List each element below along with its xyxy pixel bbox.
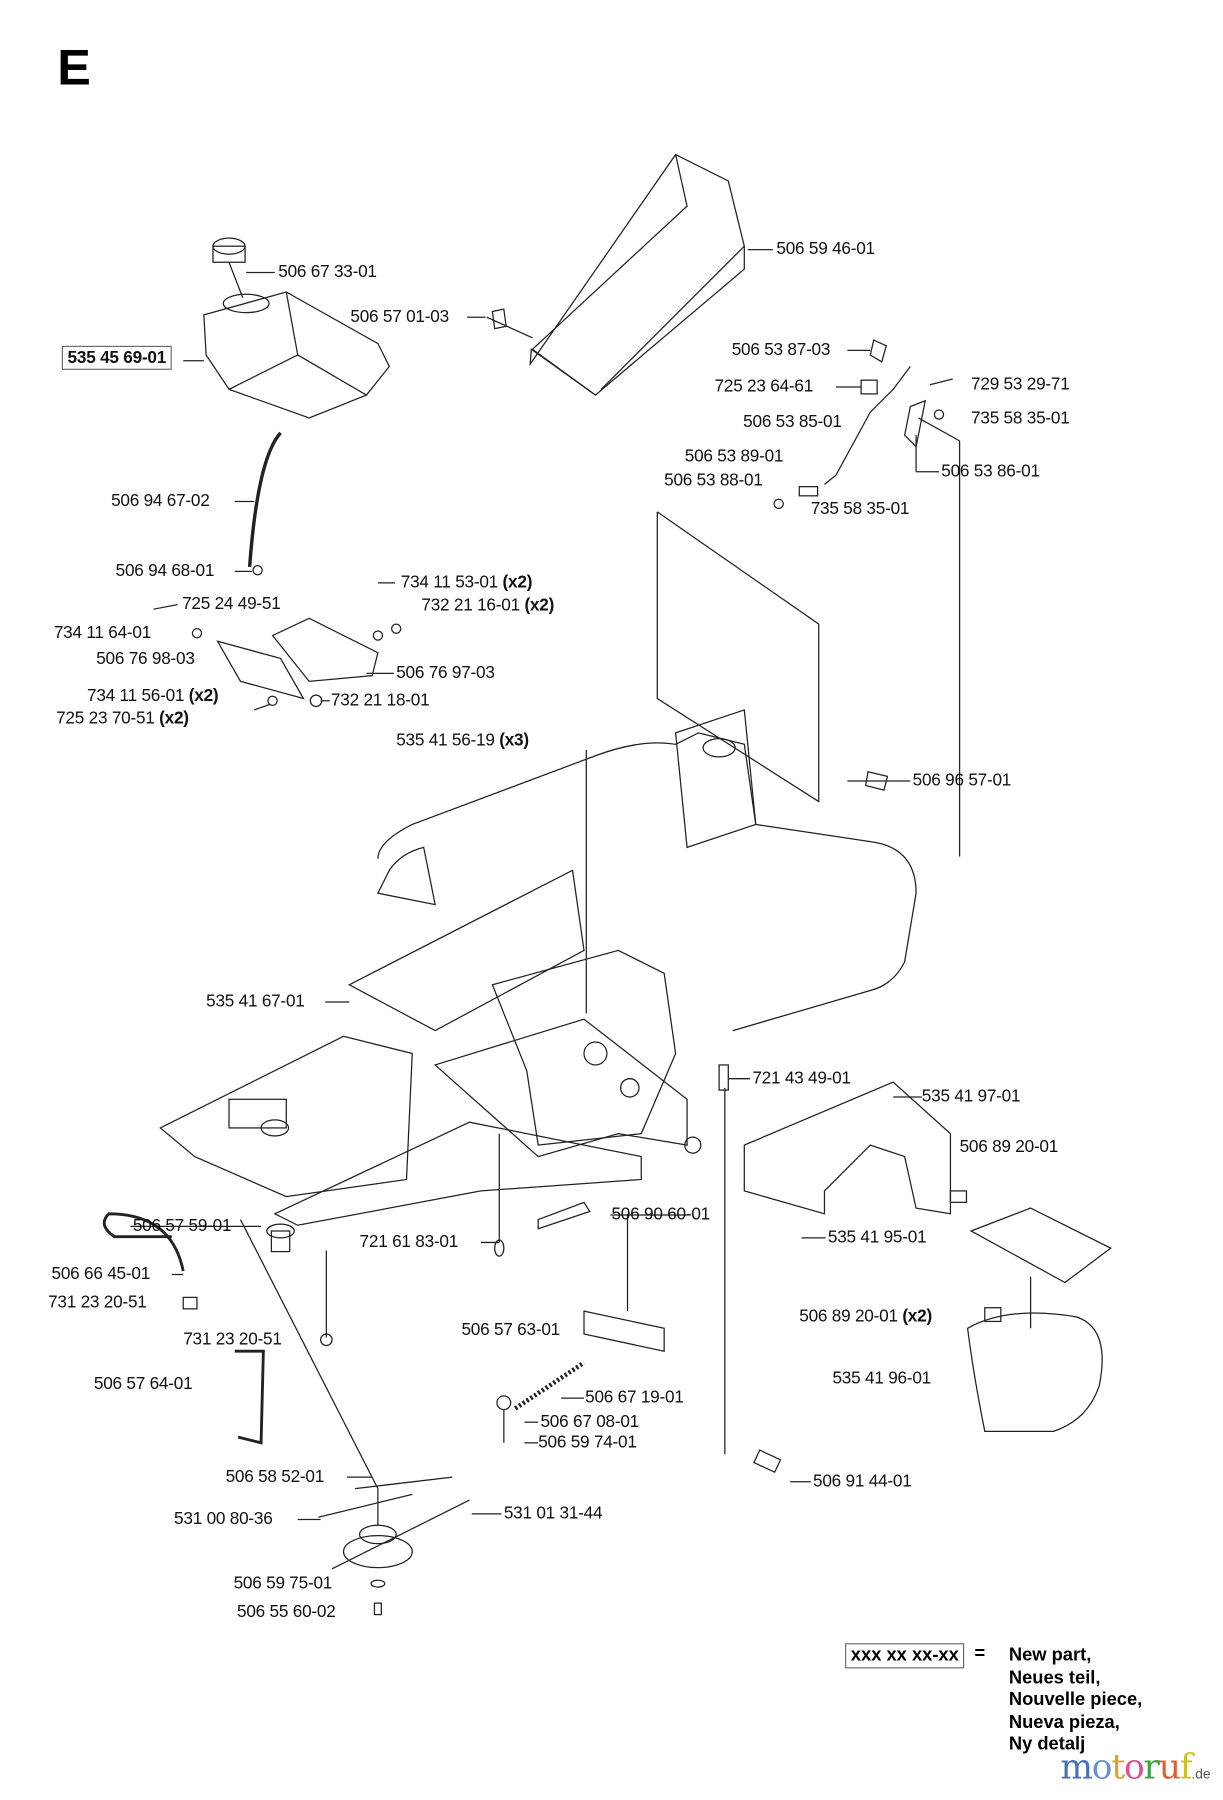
legend-line: Neues teil, (1008, 1667, 1101, 1688)
part-label[interactable]: 535 41 96-01 (832, 1368, 931, 1388)
part-number: 734 11 53-01 (400, 572, 499, 593)
quantity: (x2) (159, 708, 189, 729)
part-label[interactable]: 506 58 52-01 (225, 1466, 325, 1487)
watermark-letter: f (1179, 1747, 1193, 1788)
quantity: (x2) (902, 1306, 932, 1327)
part-number: 732 21 16-01 (421, 595, 520, 615)
part-label[interactable]: 535 41 56-19 (x3) (396, 731, 529, 752)
part-label[interactable]: 535 41 67-01 (206, 991, 305, 1012)
part-label[interactable]: 535 41 95-01 (827, 1227, 927, 1248)
section-letter: E (57, 40, 91, 97)
part-label[interactable]: 725 24 49-51 (182, 594, 281, 614)
legend-line: Nueva pieza, (1008, 1712, 1120, 1732)
part-label[interactable]: 506 59 46-01 (776, 239, 875, 259)
part-label[interactable]: 506 89 20-01 (x2) (799, 1307, 932, 1328)
part-label[interactable]: 506 59 74-01 (538, 1432, 637, 1452)
part-label[interactable]: 506 90 60-01 (611, 1204, 710, 1225)
part-label[interactable]: 531 00 80-36 (174, 1509, 273, 1529)
part-label[interactable]: 734 11 53-01 (x2) (400, 572, 533, 594)
part-label[interactable]: 506 67 33-01 (278, 262, 377, 282)
leader-lines (585, 511, 820, 1080)
part-label[interactable]: 506 57 64-01 (93, 1374, 193, 1394)
part-label[interactable]: 506 57 59-01 (132, 1216, 232, 1236)
watermark-text: motoruf (1060, 1747, 1193, 1788)
part-number: 734 11 56-01 (87, 685, 185, 706)
part-number: 535 41 56-19 (396, 730, 495, 751)
part-label[interactable]: 506 89 20-01 (959, 1137, 1059, 1157)
part-label[interactable]: 506 53 88-01 (664, 470, 763, 491)
watermark-suffix: .de (1191, 1765, 1211, 1782)
part-label[interactable]: 506 91 44-01 (813, 1471, 912, 1491)
part-label[interactable]: 506 66 45-01 (51, 1264, 151, 1284)
part-label[interactable]: 735 58 35-01 (971, 408, 1070, 429)
quantity: (x2) (188, 685, 219, 706)
part-label[interactable]: 506 67 08-01 (540, 1411, 639, 1432)
part-label[interactable]: 735 58 35-01 (810, 499, 910, 519)
watermark-letter: o (1124, 1747, 1145, 1788)
part-label[interactable]: 734 11 56-01 (x2) (87, 685, 219, 707)
part-label[interactable]: 506 67 19-01 (585, 1387, 684, 1408)
quantity: (x2) (502, 572, 533, 593)
part-label[interactable]: 506 96 57-01 (912, 770, 1012, 791)
part-label[interactable]: 506 94 68-01 (115, 561, 215, 581)
legend-line: Ny detalj (1008, 1734, 1086, 1755)
part-label[interactable]: 506 53 87-03 (731, 340, 831, 360)
part-label[interactable]: 506 55 60-02 (237, 1601, 336, 1622)
part-label[interactable]: 506 76 98-03 (96, 649, 195, 669)
frame-drawing (159, 709, 917, 1226)
quantity: (x2) (524, 595, 555, 615)
legend-line: New part, (1008, 1645, 1092, 1665)
callout-lines (130, 672, 911, 1483)
watermark-logo: motoruf.de (1060, 1747, 1210, 1787)
part-label[interactable]: 729 53 29-71 (971, 374, 1070, 394)
watermark-letter: r (1143, 1747, 1160, 1788)
watermark-letter: o (1091, 1747, 1113, 1788)
watermark-letter: t (1111, 1747, 1125, 1788)
legend-text: New part, Neues teil, Nouvelle piece, Nu… (1009, 1644, 1142, 1756)
pedal-assembly-drawing (773, 339, 961, 857)
new-part-label[interactable]: 535 45 69-01 (61, 345, 172, 370)
bracket-drawing (153, 582, 402, 711)
part-label[interactable]: 506 53 86-01 (941, 461, 1040, 481)
part-label[interactable]: 506 59 75-01 (233, 1573, 333, 1593)
part-label[interactable]: 731 23 20-51 (183, 1329, 282, 1349)
quantity: (x3) (499, 730, 529, 751)
part-label[interactable]: 734 11 64-01 (53, 622, 152, 643)
part-label[interactable]: 732 21 18-01 (330, 690, 430, 710)
part-label[interactable]: 725 23 64-61 (714, 376, 814, 397)
part-label[interactable]: 721 61 83-01 (359, 1232, 459, 1252)
part-label[interactable]: 506 53 89-01 (684, 446, 784, 467)
part-label[interactable]: 506 94 67-02 (111, 491, 210, 511)
part-label[interactable]: 531 01 31-44 (503, 1503, 603, 1523)
part-label[interactable]: 731 23 20-51 (48, 1292, 147, 1313)
fuel-tank-drawing (183, 237, 391, 576)
part-label[interactable]: 506 57 01-03 (350, 306, 449, 327)
part-label[interactable]: 725 23 70-51 (x2) (56, 709, 189, 730)
legend-sample-box: xxx xx xx-xx (845, 1643, 965, 1669)
part-number: 725 23 70-51 (56, 708, 155, 729)
legend-equals: = (974, 1644, 986, 1664)
seat-plate-drawing (467, 153, 773, 396)
watermark-letter: u (1158, 1747, 1181, 1788)
part-label[interactable]: 506 53 85-01 (743, 412, 842, 432)
watermark-letter: m (1060, 1747, 1093, 1788)
part-label[interactable]: 506 57 63-01 (461, 1320, 560, 1340)
part-label[interactable]: 506 76 97-03 (396, 663, 495, 683)
part-number: 506 89 20-01 (799, 1306, 898, 1327)
part-label[interactable]: 535 41 97-01 (921, 1086, 1021, 1107)
lower-parts-drawing (102, 1087, 782, 1616)
part-label[interactable]: 721 43 49-01 (752, 1068, 851, 1088)
part-label[interactable]: 732 21 16-01 (x2) (421, 595, 554, 616)
legend-line: Nouvelle piece, (1008, 1690, 1143, 1710)
cover-drawing (743, 1081, 1112, 1433)
